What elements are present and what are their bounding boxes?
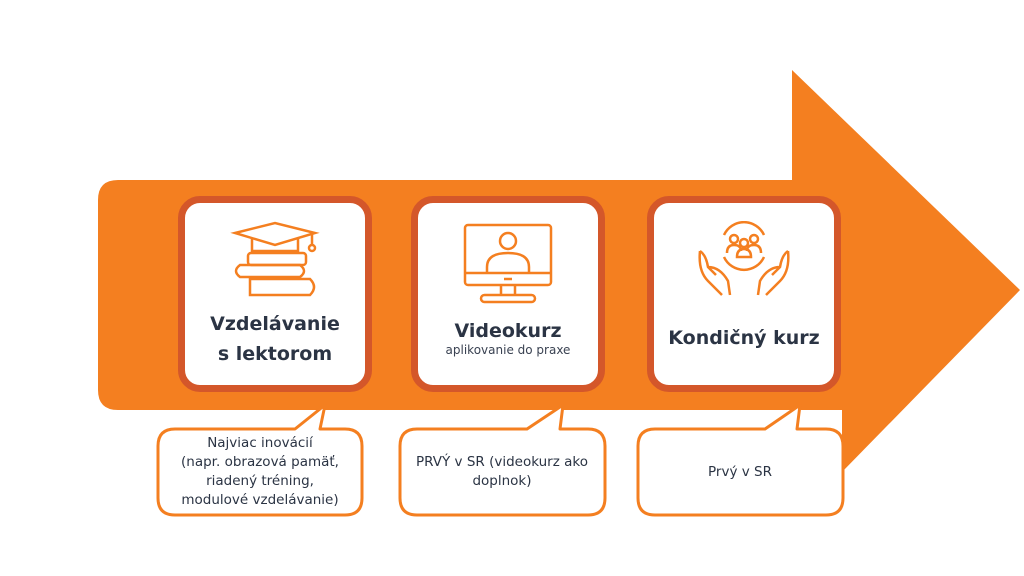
callout-1-shape (156, 403, 364, 517)
title-line: s lektorom (217, 343, 333, 365)
callout-lecturer: Najviac inovácií (napr. obrazová pamäť, … (160, 430, 360, 514)
step-card-videocourse: Videokurz aplikovanie do praxe (411, 196, 605, 392)
note-line: Najviac inovácií (207, 435, 313, 451)
note-line: modulové vzdelávanie) (181, 492, 339, 508)
step-title: Vzdelávanie s lektorom (185, 309, 365, 369)
callout-2-shape (398, 403, 607, 517)
step-card-lecturer: Vzdelávanie s lektorom (178, 196, 372, 392)
callout-3-shape (636, 403, 845, 517)
note-line: doplnok) (472, 473, 532, 489)
callout-fitness: Prvý v SR (640, 430, 840, 514)
note-line: PRVÝ v SR (videokurz ako (416, 454, 588, 470)
step-title: Kondičný kurz (668, 327, 820, 349)
hands-group-icon (698, 221, 790, 296)
note-line: Prvý v SR (708, 463, 772, 480)
title-line: Vzdelávanie (210, 313, 340, 335)
step-card-fitness: Kondičný kurz (647, 196, 841, 392)
callout-videocourse: PRVÝ v SR (videokurz ako doplnok) (402, 430, 602, 514)
video-monitor-icon (463, 223, 553, 304)
note-line: (napr. obrazová pamäť, (181, 454, 339, 470)
step-title: Videokurz (454, 320, 562, 342)
graduation-books-icon (230, 221, 320, 297)
note-line: riadený tréning, (206, 473, 314, 489)
step-subtitle: aplikovanie do praxe (445, 343, 571, 357)
